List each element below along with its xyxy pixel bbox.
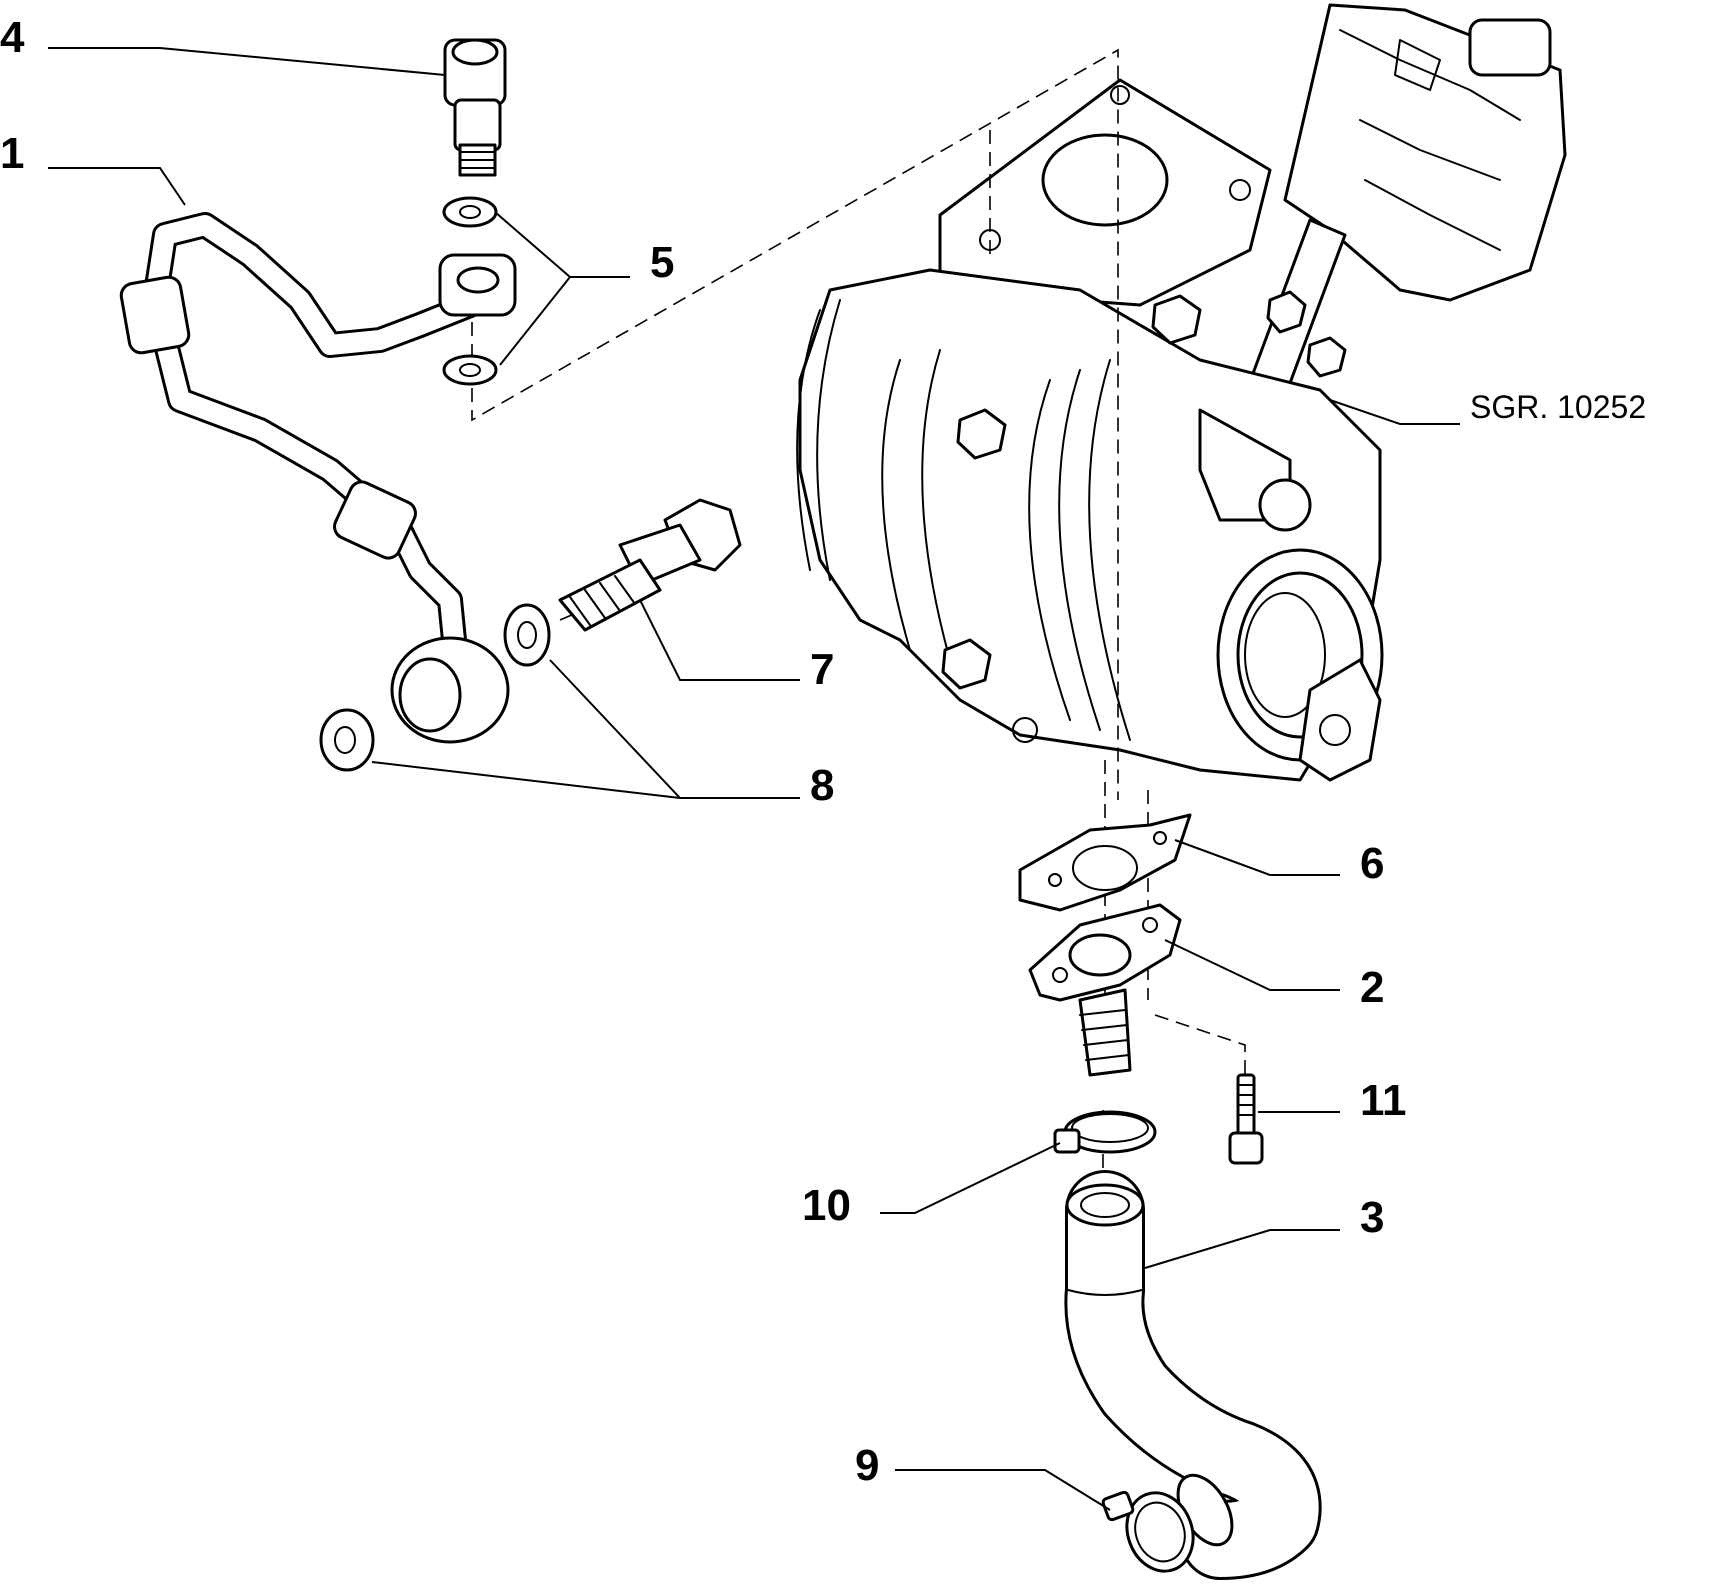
copper-washer-top [442,196,498,228]
gasket [1018,813,1192,912]
sealing-washer-side [503,603,551,667]
banjo-bolt-side [558,498,742,632]
sealing-washer-bottom [319,708,375,772]
callout-7: 7 [810,645,834,694]
callout-3: 3 [1360,1193,1384,1242]
hose-clamp-upper [1053,1110,1157,1154]
turbocharger [796,3,1567,782]
leader-lines [48,47,1460,1511]
callout-2: 2 [1360,963,1384,1012]
group-reference: SGR. 10252 [1470,389,1646,425]
hose-clamp-lower [1101,1490,1195,1573]
callout-9: 9 [855,1441,879,1490]
oil-return-hose [1064,1170,1322,1580]
callout-11: 11 [1360,1076,1407,1125]
banjo-bolt-top [443,38,507,177]
callout-labels: 1 2 3 4 5 6 7 8 9 10 11 SGR. 10252 [0,13,1646,1490]
callout-5: 5 [650,238,674,287]
oil-return-flange [1028,903,1182,1077]
callout-4: 4 [0,13,25,62]
callout-6: 6 [1360,839,1384,888]
callout-1: 1 [0,129,24,178]
copper-washer-bottom [442,354,498,386]
callout-8: 8 [810,761,834,810]
callout-10: 10 [802,1181,851,1230]
oil-feed-pipe [119,212,517,744]
cap-screw [1228,1073,1264,1165]
